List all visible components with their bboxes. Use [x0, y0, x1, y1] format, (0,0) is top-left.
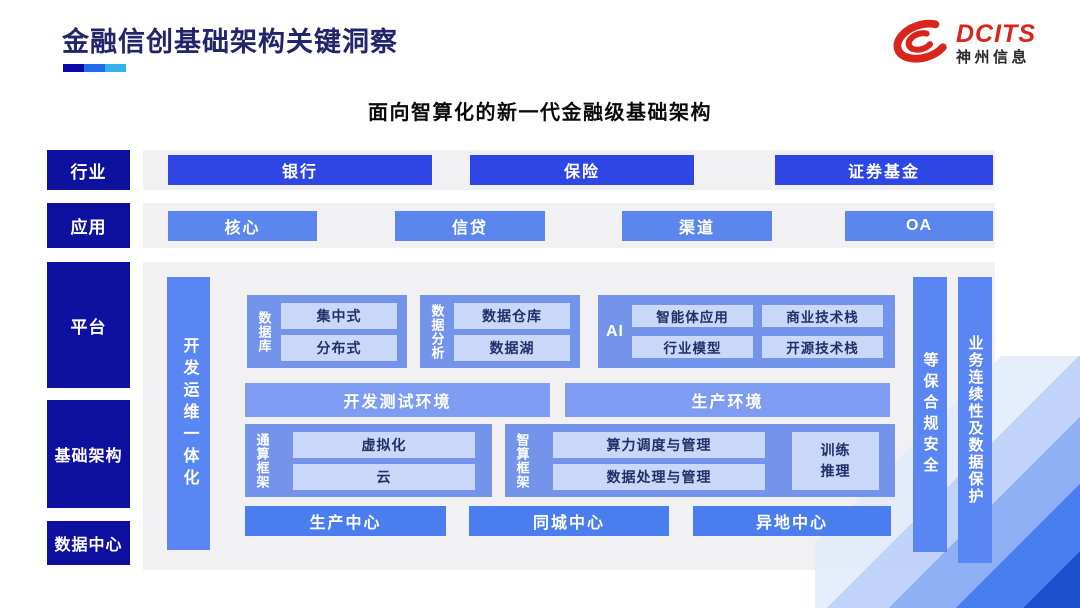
ai-compute-group: 智算框架 算力调度与管理 数据处理与管理 训练推理	[505, 424, 895, 497]
devtest-env-bar: 开发测试环境	[245, 383, 550, 417]
business-continuity-bar: 业务连续性及数据保护	[958, 277, 992, 563]
dcits-logo: DCITS 神州信息	[886, 18, 1036, 68]
production-env-bar: 生产环境	[565, 383, 890, 417]
underline-segment-light	[105, 64, 126, 72]
side-label-application: 应用	[47, 203, 130, 248]
side-label-datacenter: 数据中心	[47, 521, 130, 565]
box-remote-center: 异地中心	[693, 506, 891, 536]
box-cloud: 云	[293, 463, 475, 490]
devops-integration-bar: 开发运维一体化	[167, 277, 210, 550]
general-compute-group: 通算框架 虚拟化 云	[245, 424, 492, 497]
side-label-industry: 行业	[47, 150, 130, 190]
box-opensource-stack: 开源技术栈	[762, 336, 883, 358]
general-compute-items: 虚拟化 云	[293, 431, 475, 490]
underline-segment-dark	[63, 64, 84, 72]
database-group: 数据库 集中式 分布式	[247, 295, 407, 368]
box-data-lake: 数据湖	[454, 334, 570, 361]
box-core: 核心	[168, 211, 317, 241]
box-samecity-center: 同城中心	[469, 506, 669, 536]
database-group-label: 数据库	[256, 310, 272, 353]
ai-group: AI 智能体应用 商业技术栈 行业模型 开源技术栈	[598, 295, 895, 368]
box-production-center: 生产中心	[245, 506, 446, 536]
logo-brand-text: DCITS	[956, 19, 1036, 48]
box-virtualization: 虚拟化	[293, 431, 475, 458]
box-distributed: 分布式	[281, 334, 397, 361]
diagram-title: 面向智算化的新一代金融级基础架构	[368, 102, 712, 124]
ai-compute-group-label: 智算框架	[514, 432, 530, 489]
box-insurance: 保险	[470, 155, 694, 185]
underline-segment-medium	[84, 64, 105, 72]
box-agent-apps: 智能体应用	[632, 305, 753, 327]
side-label-platform: 平台	[47, 262, 130, 388]
box-centralized: 集中式	[281, 302, 397, 329]
box-securities-funds: 证券基金	[775, 155, 993, 185]
box-bank: 银行	[168, 155, 432, 185]
box-data-warehouse: 数据仓库	[454, 302, 570, 329]
title-underline	[63, 64, 126, 72]
database-group-items: 集中式 分布式	[281, 302, 397, 361]
data-analytics-group-items: 数据仓库 数据湖	[454, 302, 570, 361]
logo-company-text: 神州信息	[956, 48, 1031, 66]
box-industry-models: 行业模型	[632, 336, 753, 358]
box-data-processing: 数据处理与管理	[553, 463, 765, 490]
data-analytics-group-label: 数据分析	[429, 303, 445, 360]
ai-compute-items: 算力调度与管理 数据处理与管理	[553, 431, 765, 490]
box-oa: OA	[845, 211, 993, 241]
logo-text: DCITS 神州信息	[956, 19, 1036, 66]
dcits-swirl-icon	[893, 19, 947, 63]
side-label-infrastructure: 基础架构	[47, 400, 130, 508]
box-channel: 渠道	[622, 211, 772, 241]
ai-group-items: 智能体应用 商业技术栈 行业模型 开源技术栈	[632, 305, 883, 358]
ai-group-label: AI	[606, 322, 624, 340]
box-commercial-stack: 商业技术栈	[762, 305, 883, 327]
general-compute-group-label: 通算框架	[254, 432, 270, 489]
page-title: 金融信创基础架构关键洞察	[62, 27, 398, 57]
box-training-inference: 训练推理	[792, 431, 879, 490]
box-compute-scheduling: 算力调度与管理	[553, 431, 765, 458]
compliance-security-bar: 等保合规安全	[913, 277, 947, 552]
training-inference-label: 训练推理	[820, 442, 851, 479]
box-credit: 信贷	[395, 211, 545, 241]
data-analytics-group: 数据分析 数据仓库 数据湖	[420, 295, 580, 368]
